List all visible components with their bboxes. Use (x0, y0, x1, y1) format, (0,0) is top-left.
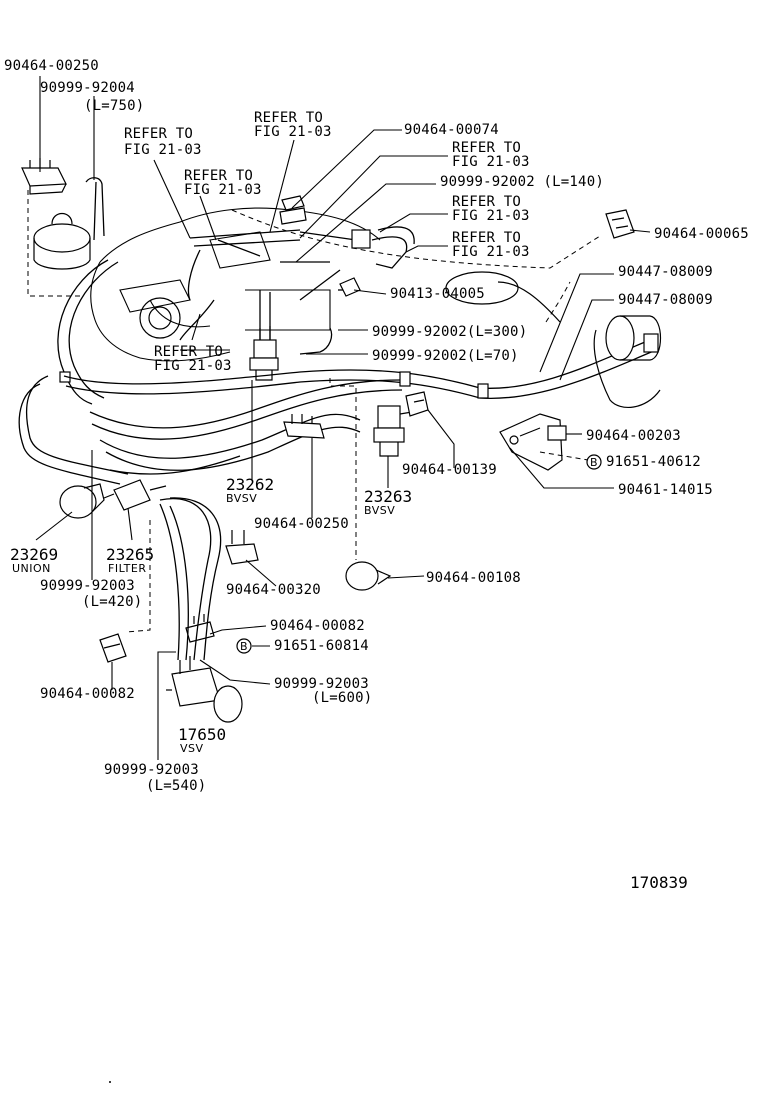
label-90464-00250-mid: 90464-00250 (254, 516, 349, 532)
label-fig-b: FIG 21-03 (184, 182, 262, 198)
label-fig-c: FIG 21-03 (254, 124, 332, 140)
bracket-90461-14015 (499, 413, 567, 471)
bvsv-23263 (373, 405, 413, 457)
label-filter: FILTER (108, 562, 147, 575)
label-refer-to-c: REFER TO (254, 110, 323, 126)
label-90999-92003-l600: 90999-92003 (274, 676, 369, 692)
vsv-17650 (166, 656, 243, 723)
label-refer-to-g: REFER TO (154, 344, 223, 360)
right-canister (593, 315, 661, 408)
label-90464-00082-left: 90464-00082 (40, 686, 135, 702)
label-fig-g: FIG 21-03 (154, 358, 232, 374)
label-90447-08009-a: 90447-08009 (618, 264, 713, 280)
label-23269: 23269 (10, 545, 58, 564)
label-90464-00320: 90464-00320 (226, 582, 321, 598)
label-union: UNION (12, 562, 51, 575)
bolt-91651-60814: B (236, 638, 252, 654)
callout-labels: 90464-00250 90999-92004 (L=750) REFER TO… (4, 58, 749, 892)
label-90464-00082-right: 90464-00082 (270, 618, 365, 634)
label-23263: 23263 (364, 487, 412, 506)
diagram-id: 170839 (630, 873, 688, 892)
label-90999-92002-l70: 90999-92002(L=70) (372, 348, 519, 364)
label-90413-04005: 90413-04005 (390, 286, 485, 302)
label-refer-to-d: REFER TO (452, 140, 521, 156)
engine-outline (90, 207, 381, 362)
label-90464-00139: 90464-00139 (402, 462, 497, 478)
label-90999-92003-l540: 90999-92003 (104, 762, 199, 778)
bolt-91651-40612: B (586, 454, 602, 470)
label-90464-00203: 90464-00203 (586, 428, 681, 444)
label-23265: 23265 (106, 545, 154, 564)
clip-90464-00065 (605, 209, 635, 239)
bvsv-23262 (249, 326, 279, 381)
clip-90464-00250-mid (283, 414, 325, 439)
label-refer-to-e: REFER TO (452, 194, 521, 210)
label-91651-40612: 91651-40612 (606, 454, 701, 470)
svg-text:B: B (240, 640, 248, 653)
label-fig-f: FIG 21-03 (452, 244, 530, 260)
speck-dot (109, 1081, 111, 1083)
dashed-guides (27, 190, 601, 633)
label-bvsv-b: BVSV (364, 504, 395, 517)
label-90464-00108: 90464-00108 (426, 570, 521, 586)
filter-23265 (103, 479, 167, 511)
label-fig-d: FIG 21-03 (452, 154, 530, 170)
label-17650: 17650 (178, 725, 226, 744)
label-fig-e: FIG 21-03 (452, 208, 530, 224)
label-l420: (L=420) (82, 594, 142, 610)
label-23262: 23262 (226, 475, 274, 494)
label-vsv: VSV (180, 742, 204, 755)
label-bvsv-a: BVSV (226, 492, 257, 505)
label-refer-to-f: REFER TO (452, 230, 521, 246)
label-90999-92002-l300: 90999-92002(L=300) (372, 324, 527, 340)
label-90999-92003-l420: 90999-92003 (40, 578, 135, 594)
bracket-90464-00074 (279, 195, 307, 225)
label-90464-00250-top: 90464-00250 (4, 58, 99, 74)
label-l600: (L=600) (312, 690, 372, 706)
leader-lines (35, 76, 651, 760)
label-90464-00065: 90464-00065 (654, 226, 749, 242)
label-91651-60814: 91651-60814 (274, 638, 369, 654)
label-refer-to-a: REFER TO (124, 126, 193, 142)
clamp-90464-00250-top (21, 158, 67, 195)
clamp-90464-00108 (345, 561, 392, 591)
clip-90464-00082-left (99, 633, 127, 663)
canister-top-left (33, 212, 91, 270)
label-l750: (L=750) (84, 98, 144, 114)
svg-text:B: B (590, 456, 598, 469)
label-90999-92004: 90999-92004 (40, 80, 135, 96)
label-l540: (L=540) (146, 778, 206, 794)
label-90447-08009-b: 90447-08009 (618, 292, 713, 308)
label-refer-to-b: REFER TO (184, 168, 253, 184)
union-23269 (59, 483, 105, 519)
label-fig-a: FIG 21-03 (124, 142, 202, 158)
label-90464-00074: 90464-00074 (404, 122, 499, 138)
label-90999-92002-l140: 90999-92002 (L=140) (440, 174, 604, 190)
label-90461-14015: 90461-14015 (618, 482, 713, 498)
